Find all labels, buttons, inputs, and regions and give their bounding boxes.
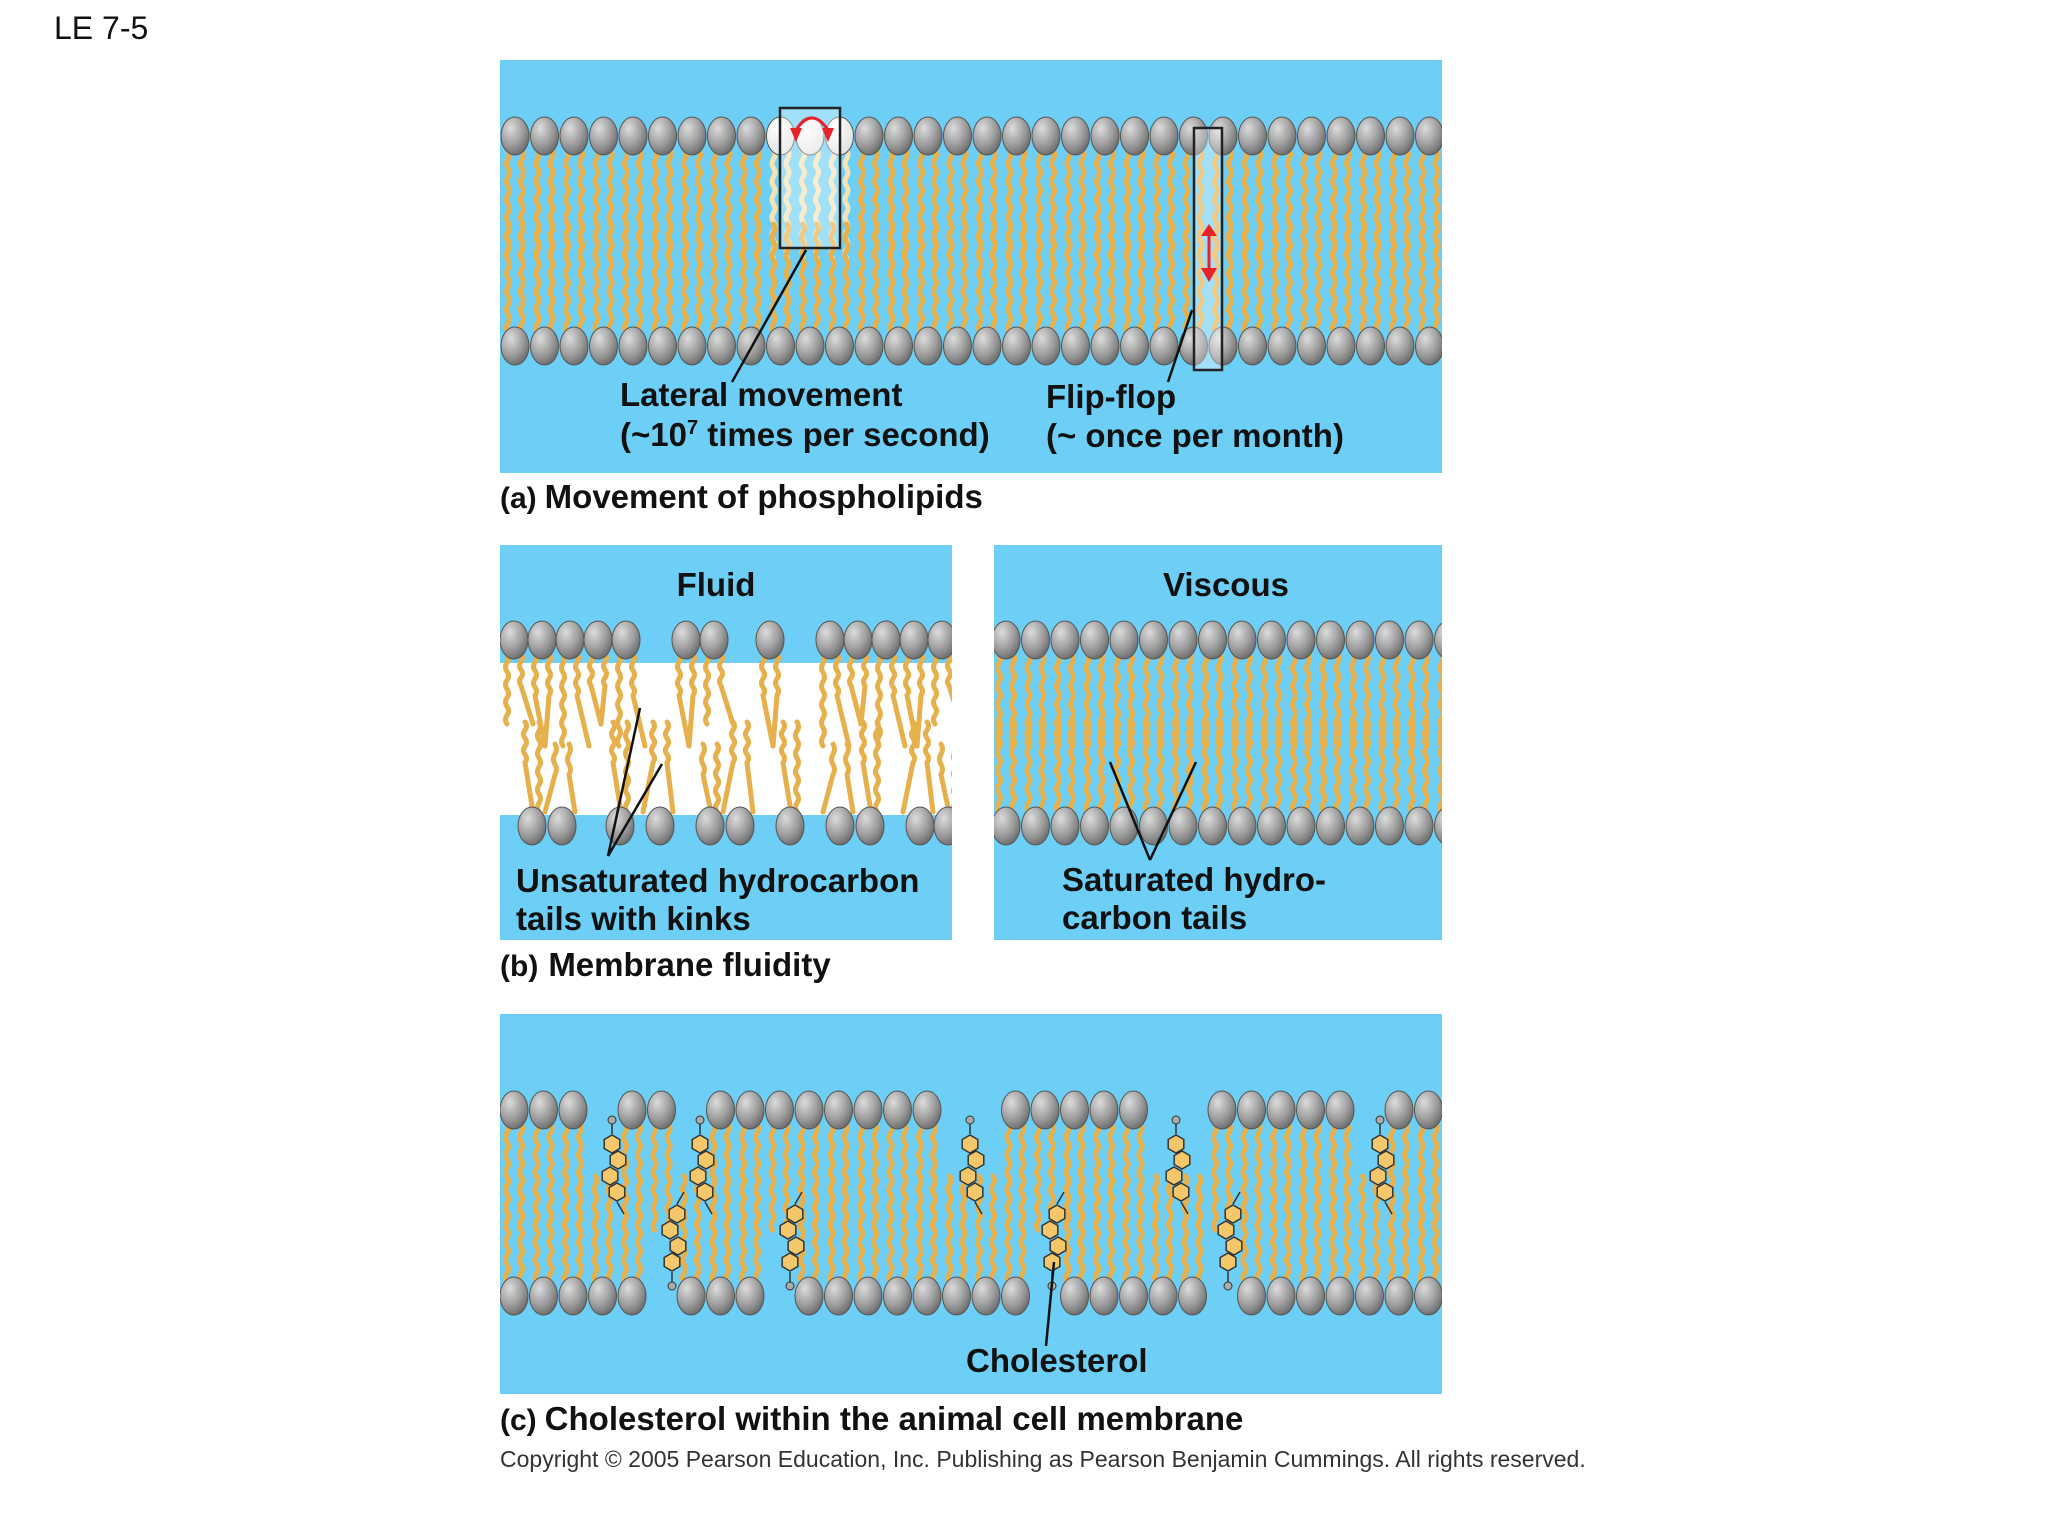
flipflop-label-line1: Flip-flop	[1046, 378, 1176, 415]
lateral-highlight-box	[778, 106, 842, 250]
panel-a-diagram: Lateral movement (~107 times per second)…	[500, 60, 1442, 515]
sat-leader-line-2	[1148, 761, 1198, 861]
panel-a-caption: (a)Movement of phospholipids	[500, 478, 983, 515]
lateral-leader-line	[730, 249, 808, 383]
unsat-label-line2: tails with kinks	[516, 900, 751, 937]
lateral-arrow-icon	[790, 116, 834, 142]
sat-label-line1: Saturated hydro-	[1062, 861, 1326, 898]
cholesterol-leader-line	[1044, 1261, 1056, 1347]
viscous-title: Viscous	[1163, 566, 1289, 603]
sat-leader-line-1	[1108, 761, 1152, 861]
fluid-title: Fluid	[677, 566, 756, 603]
copyright-notice: Copyright © 2005 Pearson Education, Inc.…	[500, 1446, 1586, 1472]
lateral-label-line1: Lateral movement	[620, 376, 902, 413]
panel-c-caption: (c)Cholesterol within the animal cell me…	[500, 1400, 1243, 1437]
panel-c-diagram: Cholesterol	[500, 1014, 1442, 1394]
flipflop-leader-line	[1166, 309, 1194, 383]
unsat-label-line1: Unsaturated hydrocarbon	[516, 862, 919, 899]
cholesterol-label: Cholesterol	[966, 1342, 1148, 1379]
panel-c-bilayer	[500, 1090, 1442, 1316]
panel-b-fluid-diagram: Fluid Unsaturated hydrocarbon tails with…	[500, 545, 952, 940]
lateral-label-line2: (~107 times per second)	[620, 416, 990, 453]
panel-b-caption: (b)Membrane fluidity	[500, 946, 831, 983]
fluid-bilayer	[500, 620, 952, 846]
unsat-leader-line-1	[606, 707, 642, 857]
panel-b-viscous-diagram: Viscous Saturated hydro- carbon tails	[994, 545, 1442, 940]
unsat-leader-line-2	[606, 763, 664, 857]
sat-label-line2: carbon tails	[1062, 899, 1247, 936]
slide-label: LE 7-5	[54, 10, 149, 46]
flipflop-arrow-icon	[1201, 224, 1217, 282]
flipflop-label-line2: (~ once per month)	[1046, 417, 1344, 454]
